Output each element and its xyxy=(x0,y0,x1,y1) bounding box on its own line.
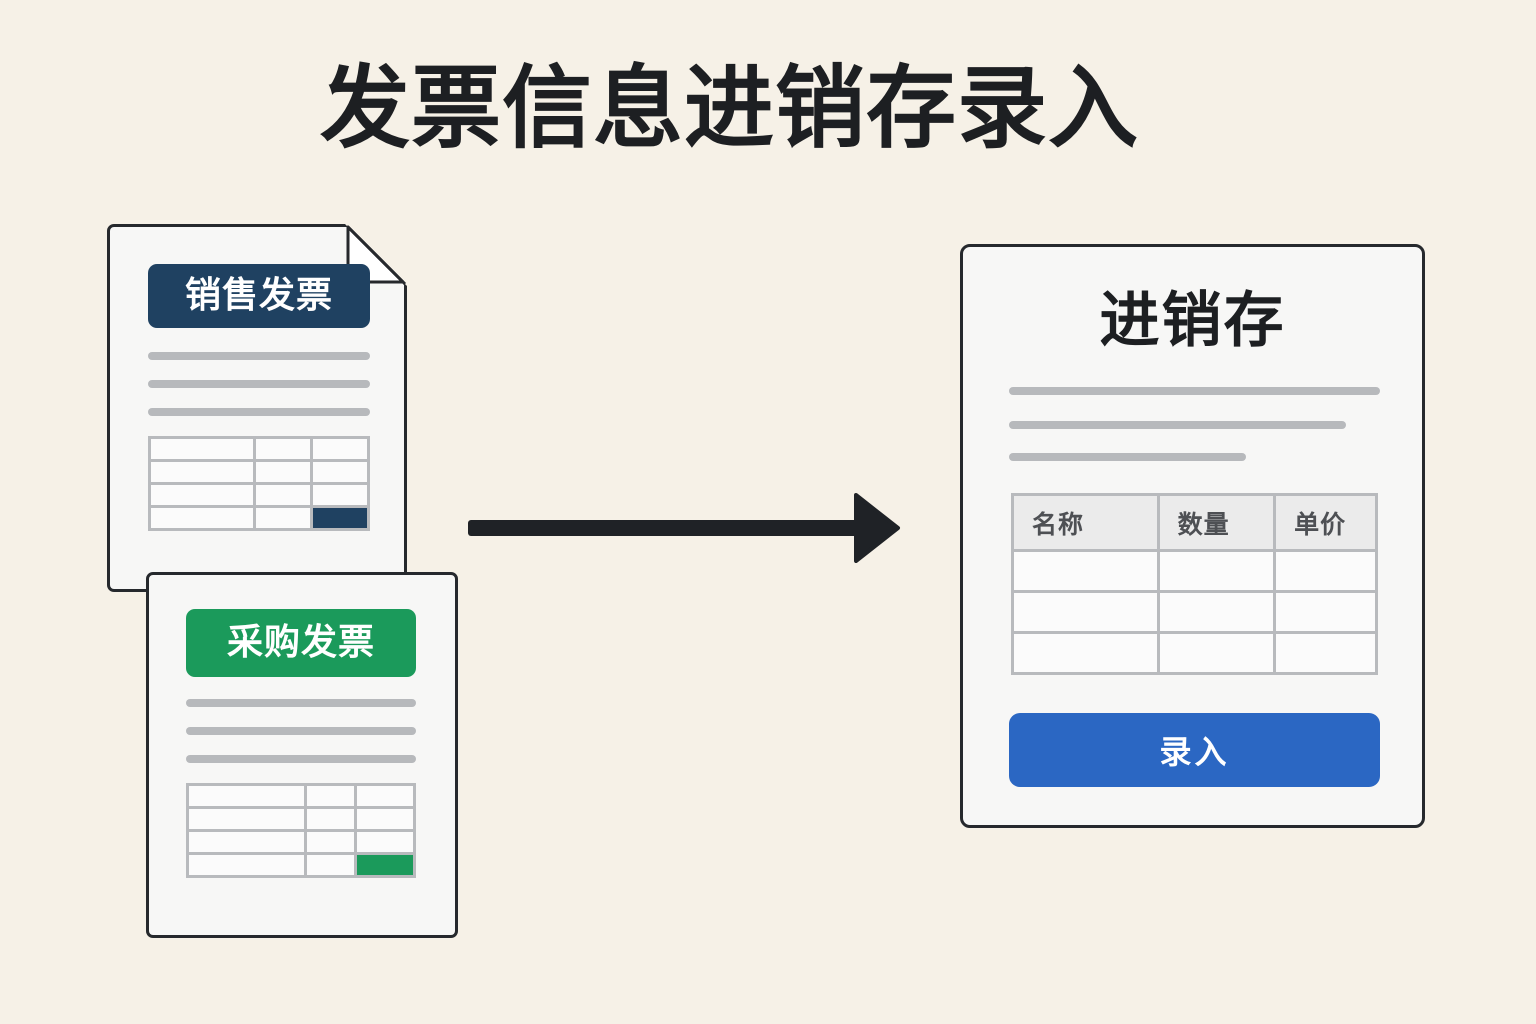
column-header-name: 名称 xyxy=(1011,493,1160,552)
table-cell xyxy=(147,436,257,462)
table-cell xyxy=(147,505,257,531)
table-row xyxy=(147,482,370,508)
highlighted-total-cell xyxy=(353,852,417,878)
table-header-row: 名称 数量 单价 xyxy=(1011,493,1378,552)
table-row xyxy=(185,783,417,809)
purchase-invoice-table xyxy=(185,783,417,878)
flow-arrow-icon xyxy=(468,493,900,563)
purchase-invoice-document: 采购发票 xyxy=(146,572,458,938)
table-cell xyxy=(310,436,370,462)
placeholder-text-line xyxy=(148,352,370,360)
table-cell[interactable] xyxy=(1156,631,1277,675)
panel-title: 进销存 xyxy=(1099,286,1286,356)
table-cell[interactable] xyxy=(1273,590,1378,634)
placeholder-text-line xyxy=(148,380,370,388)
table-cell xyxy=(253,436,314,462)
table-row xyxy=(147,436,370,462)
placeholder-text-line xyxy=(186,699,416,707)
inventory-panel: 进销存 名称 数量 单价 xyxy=(960,244,1425,828)
table-row xyxy=(185,806,417,832)
table-cell[interactable] xyxy=(1011,590,1160,634)
table-cell xyxy=(185,806,308,832)
placeholder-text-line xyxy=(1009,387,1380,395)
diagram-title: 发票信息进销存录入 xyxy=(320,56,1139,161)
placeholder-text-line xyxy=(1009,453,1246,461)
table-cell[interactable] xyxy=(1273,549,1378,593)
table-cell xyxy=(253,482,314,508)
table-cell xyxy=(185,852,308,878)
submit-entry-button[interactable]: 录入 xyxy=(1009,713,1380,787)
table-row xyxy=(1011,590,1378,634)
placeholder-text-line xyxy=(186,755,416,763)
table-cell xyxy=(353,806,417,832)
table-cell xyxy=(310,459,370,485)
sales-invoice-document: 销售发票 xyxy=(107,224,407,592)
table-cell xyxy=(253,459,314,485)
purchase-invoice-label: 采购发票 xyxy=(186,609,416,677)
table-cell xyxy=(310,482,370,508)
highlighted-total-cell xyxy=(310,505,370,531)
table-cell xyxy=(304,783,357,809)
table-cell[interactable] xyxy=(1011,549,1160,593)
table-cell xyxy=(353,783,417,809)
placeholder-text-line xyxy=(186,727,416,735)
table-cell xyxy=(147,459,257,485)
column-header-unit-price: 单价 xyxy=(1273,493,1378,552)
table-row xyxy=(147,505,370,531)
table-cell xyxy=(185,783,308,809)
sales-invoice-table xyxy=(147,436,370,531)
placeholder-text-line xyxy=(148,408,370,416)
table-cell[interactable] xyxy=(1273,631,1378,675)
table-cell xyxy=(353,829,417,855)
column-header-quantity: 数量 xyxy=(1156,493,1277,552)
inventory-table: 名称 数量 单价 xyxy=(1011,493,1378,675)
table-cell[interactable] xyxy=(1156,590,1277,634)
sales-invoice-label: 销售发票 xyxy=(148,264,370,328)
table-cell xyxy=(253,505,314,531)
table-cell[interactable] xyxy=(1011,631,1160,675)
table-cell xyxy=(185,829,308,855)
table-row xyxy=(185,852,417,878)
table-cell xyxy=(304,829,357,855)
table-row xyxy=(147,459,370,485)
placeholder-text-line xyxy=(1009,421,1346,429)
table-row xyxy=(185,829,417,855)
table-cell xyxy=(304,852,357,878)
table-row xyxy=(1011,631,1378,675)
table-cell[interactable] xyxy=(1156,549,1277,593)
table-cell xyxy=(304,806,357,832)
table-row xyxy=(1011,549,1378,593)
table-cell xyxy=(147,482,257,508)
